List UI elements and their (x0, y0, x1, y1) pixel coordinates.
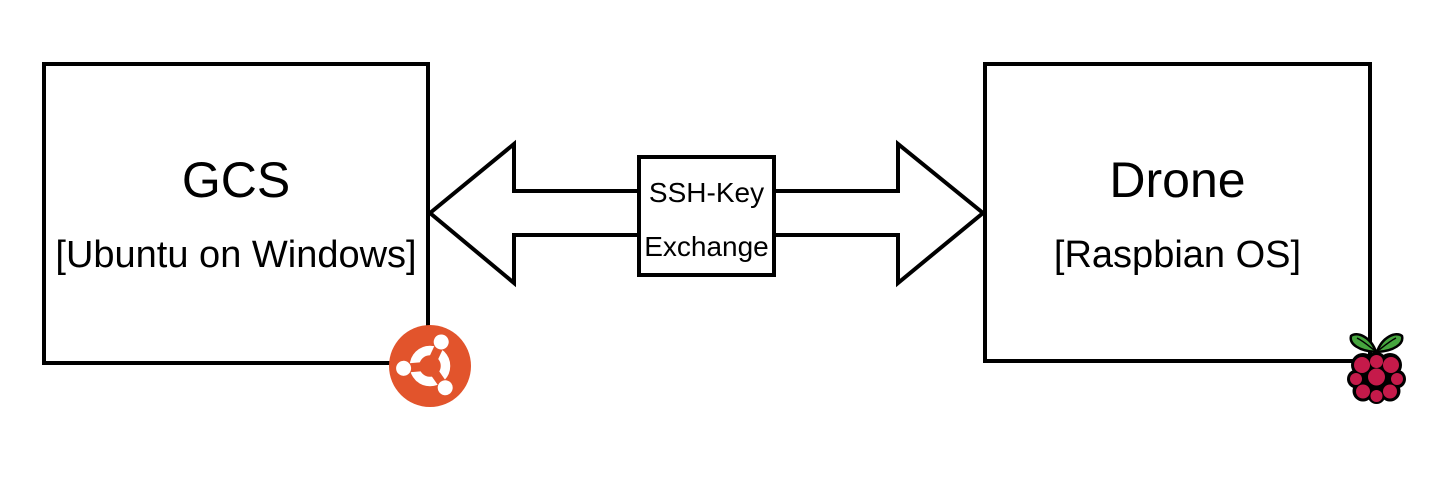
ubuntu-logo-icon (389, 325, 471, 407)
drone-node-subtitle: [Raspbian OS] (1053, 234, 1302, 276)
drone-node: Drone [Raspbian OS] (983, 62, 1372, 363)
gcs-node-title: GCS (181, 152, 291, 208)
raspberry-pi-logo-icon (1347, 333, 1406, 404)
link-label-line-2: Exchange (644, 231, 769, 262)
drone-node-title: Drone (1109, 152, 1246, 208)
ssh-key-exchange-label-box: SSH-Key Exchange (637, 155, 776, 277)
gcs-node: GCS [Ubuntu on Windows] (42, 62, 430, 365)
link-label-line-1: SSH-Key (648, 177, 765, 208)
gcs-node-subtitle: [Ubuntu on Windows] (55, 234, 417, 276)
